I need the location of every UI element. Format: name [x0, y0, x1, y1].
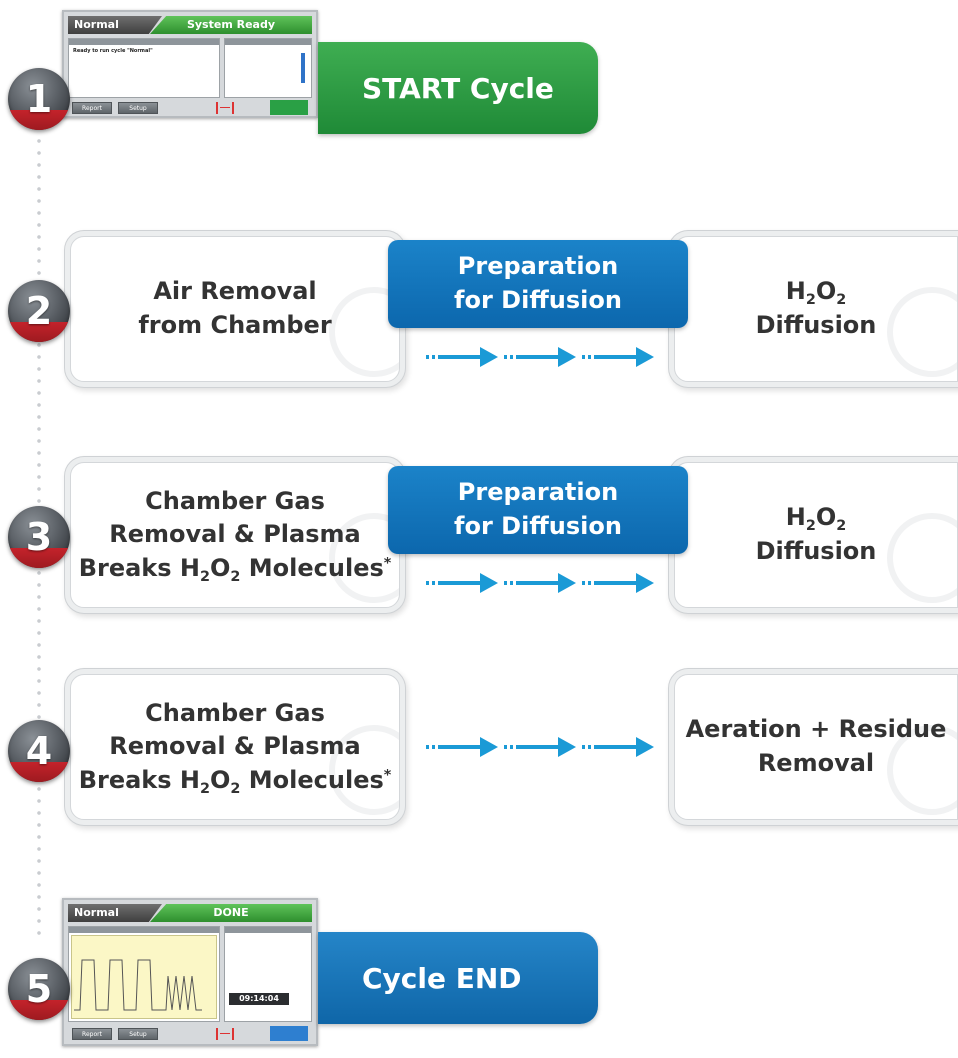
message-text: Ready to run cycle "Normal" — [73, 48, 153, 54]
door-icon — [216, 102, 234, 114]
ready-screen-thumbnail: Normal System Ready Ready to run cycle "… — [62, 10, 318, 118]
step-badge-1: 1 — [8, 68, 70, 130]
flow-arrows-4 — [426, 737, 654, 757]
cycle-graph-panel — [68, 926, 220, 1022]
cycle-end-label: Cycle END — [318, 932, 598, 1024]
flow-arrows-2 — [426, 347, 654, 367]
step-badge-2: 2 — [8, 280, 70, 342]
readings-panel: 09:14:04 — [224, 926, 312, 1022]
done-screen-thumbnail: Normal DONE 09:14:04 Report Setup — [62, 898, 318, 1046]
done-button — [270, 1026, 308, 1041]
status-bar: System Ready — [150, 16, 312, 34]
report-button: Report — [72, 102, 112, 114]
cycle-timer: 09:14:04 — [229, 993, 289, 1005]
mode-tab: Normal — [68, 904, 162, 922]
flow-arrows-3 — [426, 573, 654, 593]
setup-button: Setup — [118, 102, 158, 114]
step-badge-4: 4 — [8, 720, 70, 782]
message-panel: Ready to run cycle "Normal" — [68, 38, 220, 98]
report-button: Report — [72, 1028, 112, 1040]
step-badge-3: 3 — [8, 506, 70, 568]
step-badge-5: 5 — [8, 958, 70, 1020]
start-cycle-label: START Cycle — [318, 42, 598, 134]
pressure-gauge — [301, 53, 305, 83]
status-bar: DONE — [150, 904, 312, 922]
pressure-trace — [71, 935, 217, 1019]
door-icon — [216, 1028, 234, 1040]
setup-button: Setup — [118, 1028, 158, 1040]
start-button — [270, 100, 308, 115]
readings-panel — [224, 38, 312, 98]
mode-tab: Normal — [68, 16, 162, 34]
